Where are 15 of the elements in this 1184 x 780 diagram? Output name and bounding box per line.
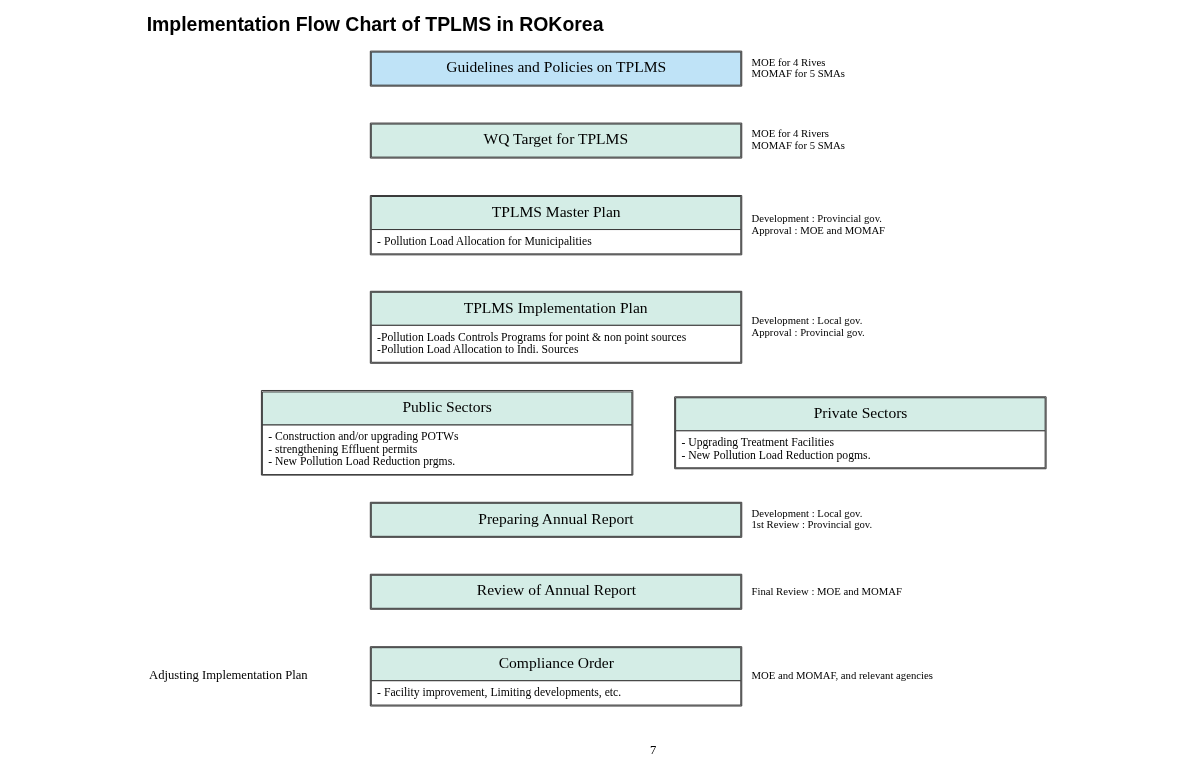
node-label: Development : Provincial gov. xyxy=(750,212,882,225)
node-label: MOE for 4 Rivers xyxy=(750,127,829,140)
label: 7 xyxy=(649,742,656,757)
node-label: MOMAF for 5 SMAs xyxy=(750,67,845,80)
node-label: Final Review : MOE and MOMAF xyxy=(750,584,902,597)
node-label: 1st Review : Provincial gov. xyxy=(750,518,872,531)
node-label: MOE and MOMAF, and relevant agencies xyxy=(750,669,933,682)
node-label: MOMAF for 5 SMAs xyxy=(750,139,845,152)
diagram-title: Implementation Flow Chart of TPLMS in ROKorea xyxy=(146,12,603,35)
label: Adjusting Implementation Plan xyxy=(148,668,308,683)
node-label: Approval : MOE and MOMAF xyxy=(750,223,885,236)
node-label: Development : Local gov. xyxy=(750,506,862,519)
node-label: Development : Local gov. xyxy=(750,314,862,327)
node-label: Approval : Provincial gov. xyxy=(750,325,865,338)
node-label: MOE for 4 Rives xyxy=(750,55,825,68)
